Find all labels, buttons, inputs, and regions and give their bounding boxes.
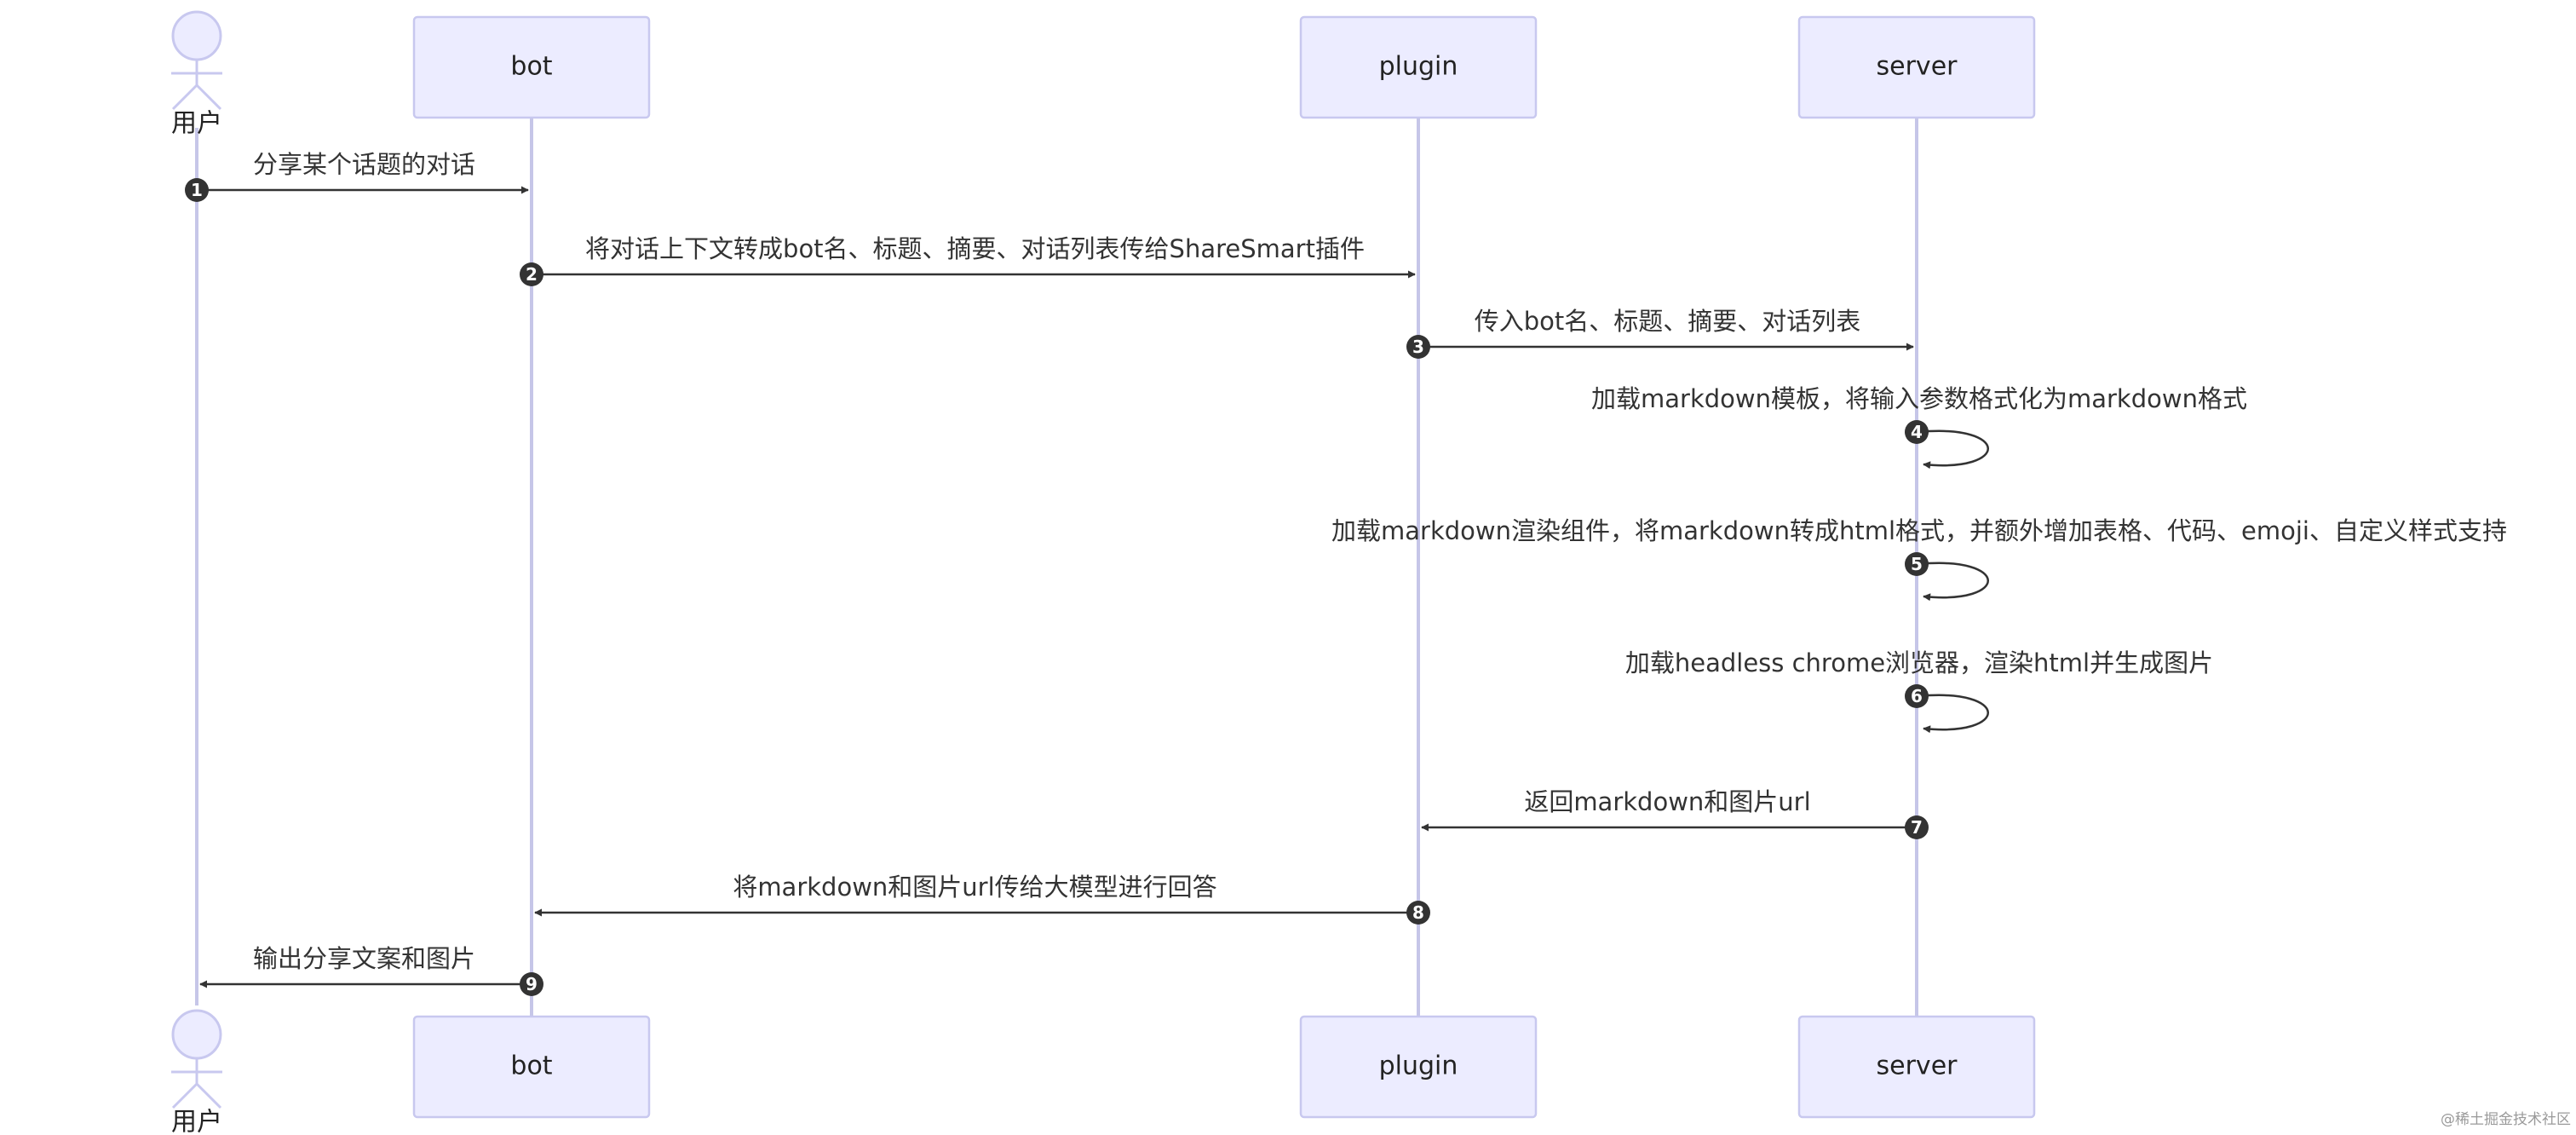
sequence-number: 4 bbox=[1911, 422, 1923, 442]
message-label: 将markdown和图片url传给大模型进行回答 bbox=[733, 873, 1216, 902]
message-label: 输出分享文案和图片 bbox=[253, 944, 475, 973]
message-8: 8 将markdown和图片url传给大模型进行回答 bbox=[534, 873, 1430, 925]
participant-bot-top: bot bbox=[412, 15, 651, 119]
message-arrow bbox=[1918, 429, 1989, 470]
actor-leg-left bbox=[171, 84, 198, 111]
participant-box bbox=[412, 1015, 651, 1119]
message-7: 7 返回markdown和图片url bbox=[1421, 787, 1929, 839]
watermark: @稀土掘金技术社区 bbox=[2441, 1111, 2571, 1128]
participant-label: plugin bbox=[1379, 52, 1458, 82]
sequence-badge bbox=[1905, 552, 1929, 576]
message-5: 5 加载markdown渲染组件，将markdown转成html格式，并额外增加表… bbox=[1331, 516, 2507, 602]
message-1: 1 分享某个话题的对话 bbox=[185, 150, 529, 202]
participant-server-bottom: server bbox=[1797, 1015, 2036, 1119]
sequence-badge bbox=[1905, 684, 1929, 708]
sequence-number: 8 bbox=[1412, 902, 1424, 923]
message-label: 传入bot名、标题、摘要、对话列表 bbox=[1475, 307, 1861, 336]
participant-box bbox=[412, 15, 651, 119]
sequence-number: 7 bbox=[1911, 817, 1923, 838]
sequence-number: 1 bbox=[191, 180, 203, 200]
participant-label: server bbox=[1877, 1051, 1958, 1081]
message-label: 返回markdown和图片url bbox=[1524, 787, 1810, 816]
actor-leg-right bbox=[195, 84, 222, 111]
sequence-number: 3 bbox=[1412, 337, 1424, 357]
sequence-number: 9 bbox=[526, 974, 538, 994]
message-2: 2 将对话上下文转成bot名、标题、摘要、对话列表传给ShareSmart插件 bbox=[520, 234, 1416, 286]
sequence-number: 2 bbox=[526, 264, 538, 285]
participant-bot-bottom: bot bbox=[412, 1015, 651, 1119]
participant-box bbox=[1797, 15, 2036, 119]
participant-plugin-top: plugin bbox=[1299, 15, 1538, 119]
actor-head-icon bbox=[171, 10, 222, 61]
actor-leg-left bbox=[171, 1082, 198, 1109]
sequence-badge bbox=[520, 262, 543, 286]
sequence-badge bbox=[185, 178, 209, 202]
sequence-badge bbox=[520, 972, 543, 996]
sequence-badge bbox=[1406, 901, 1430, 925]
participant-plugin-bottom: plugin bbox=[1299, 1015, 1538, 1119]
sequence-badge bbox=[1406, 335, 1430, 359]
participant-server-top: server bbox=[1797, 15, 2036, 119]
actor-head-icon bbox=[171, 1009, 222, 1060]
participant-label: bot bbox=[510, 52, 552, 82]
participant-box bbox=[1299, 1015, 1538, 1119]
message-label: 加载headless chrome浏览器，渲染html并生成图片 bbox=[1625, 648, 2213, 677]
messages: 1 分享某个话题的对话 2 将对话上下文转成bot名、标题、摘要、对话列表传给Shar… bbox=[185, 150, 2507, 996]
actor-label: 用户 bbox=[171, 1108, 222, 1135]
actor-label: 用户 bbox=[171, 109, 222, 139]
message-arrow bbox=[1918, 562, 1989, 602]
message-9: 9 输出分享文案和图片 bbox=[199, 944, 543, 996]
sequence-number: 6 bbox=[1911, 686, 1923, 706]
message-label: 加载markdown模板，将输入参数格式化为markdown格式 bbox=[1591, 384, 2247, 413]
message-6: 6 加载headless chrome浏览器，渲染html并生成图片 bbox=[1625, 648, 2213, 734]
message-label: 将对话上下文转成bot名、标题、摘要、对话列表传给ShareSmart插件 bbox=[585, 234, 1365, 263]
actor-leg-right bbox=[195, 1082, 222, 1109]
participant-box bbox=[1299, 15, 1538, 119]
message-arrow bbox=[1918, 694, 1989, 734]
message-label: 分享某个话题的对话 bbox=[253, 150, 475, 179]
participant-label: server bbox=[1877, 52, 1958, 82]
participant-box bbox=[1797, 1015, 2036, 1119]
message-label: 加载markdown渲染组件，将markdown转成html格式，并额外增加表格… bbox=[1331, 516, 2507, 545]
message-3: 3 传入bot名、标题、摘要、对话列表 bbox=[1406, 307, 1914, 359]
sequence-badge bbox=[1905, 420, 1929, 444]
sequence-badge bbox=[1905, 815, 1929, 839]
message-4: 4 加载markdown模板，将输入参数格式化为markdown格式 bbox=[1591, 384, 2247, 470]
participant-label: plugin bbox=[1379, 1051, 1458, 1081]
sequence-number: 5 bbox=[1911, 554, 1923, 574]
actor-user-top: 用户 bbox=[171, 10, 222, 139]
participant-label: bot bbox=[510, 1051, 552, 1081]
actor-user-bottom: 用户 bbox=[171, 1009, 222, 1135]
